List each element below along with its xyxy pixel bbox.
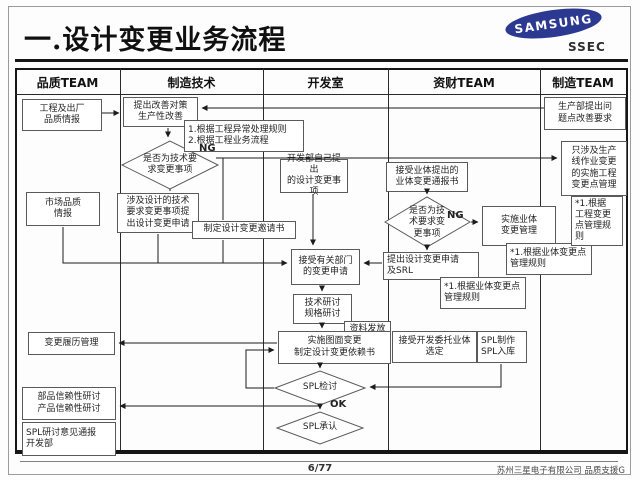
- node-involve-design: 涉及设计的技术 要求变更事项提 出设计变更申请: [117, 193, 199, 233]
- lane-header-mfg-team: 制造TEAM: [552, 76, 614, 90]
- ok-label: OK: [330, 399, 347, 410]
- node-spl-make: SPL制作 SPL入库: [477, 331, 527, 363]
- lane-header-mfg-tech: 制造技术: [167, 76, 216, 90]
- note-body-rules-1: *1.根据业体变更点 管理规则: [506, 243, 592, 275]
- node-engineering-info: 工程及出厂 品质情报: [22, 99, 102, 131]
- node-impl-body-mgmt: 实施业体 变更管理: [482, 206, 556, 246]
- node-history-mgmt: 变更履历管理: [28, 332, 115, 355]
- lane-divider: [120, 68, 121, 450]
- title-underline: [15, 59, 628, 62]
- spl-approve-label: SPL承认: [302, 422, 338, 432]
- footer-company: 苏州三星电子有限公司 品质支援G: [496, 466, 625, 476]
- node-accept-entrust: 接受开发委托业体 选定: [392, 331, 477, 363]
- footer-divider: [20, 461, 618, 462]
- node-tech-study: 技术研讨 规格研讨: [293, 294, 352, 324]
- lane-header-material-team: 资财TEAM: [433, 76, 495, 90]
- page-number: 6/77: [307, 463, 333, 474]
- note-process-rules: 1.根据工程异常处理规则 2.根据工程业务流程: [184, 120, 304, 152]
- node-invite-doc: 制定设计变更邀请书: [192, 221, 296, 239]
- ssec-label: SSEC: [568, 40, 606, 54]
- header-divider: [15, 94, 626, 95]
- decision-tech-req-label: 是否为技术要 求变更事项: [142, 154, 197, 176]
- node-accept-dept: 接受有关部门 的变更申请: [291, 249, 360, 285]
- swimlane-table: [15, 68, 628, 454]
- spl-review-label: SPL检讨: [302, 382, 338, 392]
- lane-header-dev-room: 开发室: [307, 76, 344, 90]
- node-market-info: 市场品质 情报: [26, 192, 100, 226]
- decision-tech-req2-label: 是否为技 术要求变 更事项: [408, 206, 445, 239]
- node-receive-notice: 接受业体提出的 业体变更通报书: [386, 162, 468, 192]
- node-production-req: 生产部提出问 题点改善要求: [544, 97, 626, 130]
- node-impl-drawing: 实施图面变更 制定设计变更依赖书: [278, 331, 391, 364]
- note-body-rules-2: *1.根据业体变更点 管理规则: [440, 277, 526, 309]
- lane-header-quality-team: 品质TEAM: [36, 76, 99, 90]
- ng-label-2: NG: [447, 210, 464, 221]
- node-srl-request: 提出设计变更申请 及SRL: [383, 252, 479, 280]
- node-line-only-change: 只涉及生产 线作业变更 的实施工程 变更点管理: [561, 141, 627, 196]
- slide-border: [8, 6, 631, 475]
- node-dev-self: 开发部自己提出 的设计变更事项: [280, 154, 348, 197]
- page-title: 一.设计变更业务流程: [24, 25, 287, 56]
- ng-label-1: NG: [199, 143, 216, 154]
- note-eng-change-rules: *1.根据 工程变更 点管理规 则: [571, 196, 623, 246]
- node-reliability-study: 部品信赖性研讨 产品信赖性研讨: [22, 387, 116, 420]
- node-spl-opinion-report: SPL研讨意见通报 开发部: [22, 422, 116, 456]
